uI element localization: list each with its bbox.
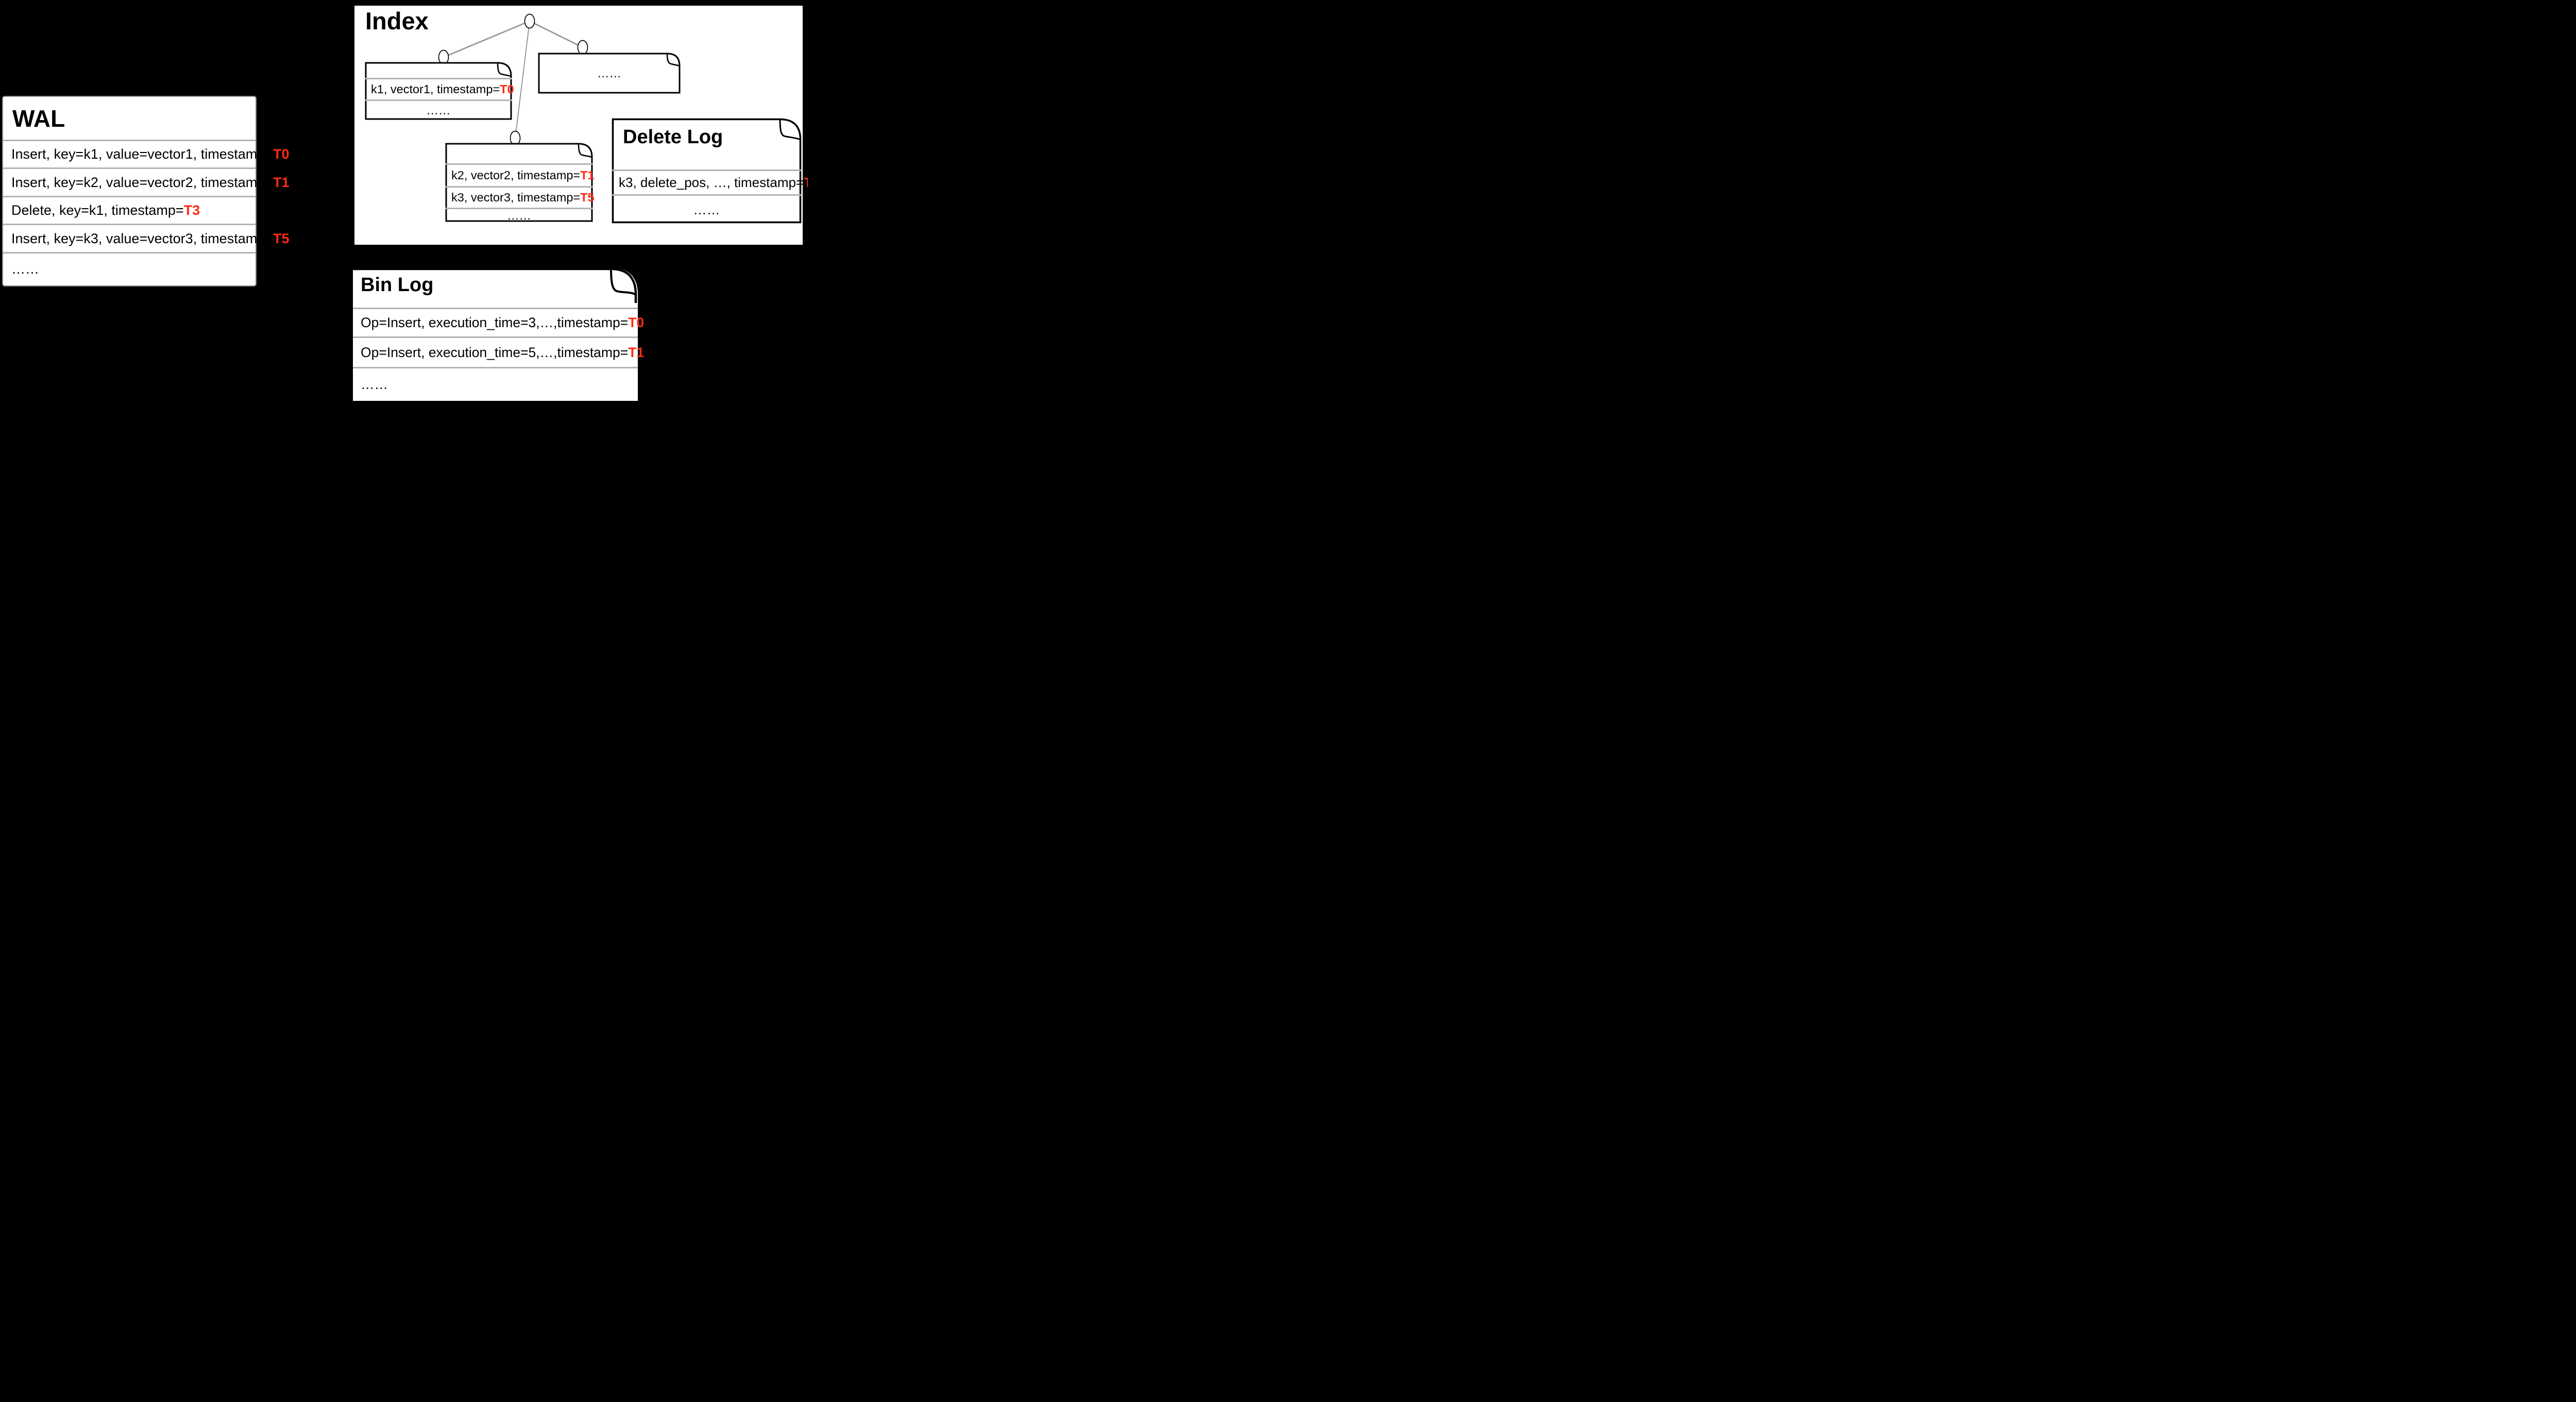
index-tree	[438, 13, 588, 146]
delete-log-row-text: ……	[693, 201, 720, 217]
bin-log-ellipsis-row: ……	[353, 367, 638, 400]
bin-log-row-text: ……	[361, 376, 388, 392]
timestamp-value: T5	[580, 191, 595, 204]
segment-ellipsis-row: ……	[445, 208, 593, 222]
delete-log-row-text: k3, delete_pos, …, timestamp=	[619, 175, 804, 190]
tree-edge	[529, 20, 583, 48]
wal-row-text: ……	[11, 261, 39, 277]
bin-log-title: Bin Log	[361, 274, 434, 296]
delete-log-file: Delete Log k3, delete_pos, …, timestamp=…	[612, 118, 808, 224]
segment-row: k2, vector2, timestamp=T1	[445, 163, 595, 186]
segment-row-text: ……	[426, 104, 451, 117]
tree-edge	[515, 21, 530, 139]
timestamp-value: T0	[628, 315, 645, 330]
wal-log-row: Insert, key=k3, value=vector3, timestamp…	[3, 224, 290, 251]
tree-node-root	[524, 13, 535, 29]
delete-log-title: Delete Log	[623, 126, 723, 148]
segment-header-band	[365, 62, 512, 78]
wal-log-row: Insert, key=k1, value=vector1, timestamp…	[3, 140, 290, 167]
index-segment-file-k1: k1, vector1, timestamp=T0 ……	[365, 62, 514, 120]
segment-row-text: ……	[507, 209, 531, 222]
delete-log-row: k3, delete_pos, …, timestamp=T3	[612, 170, 808, 194]
index-panel: Index k1, vector1, timestamp=T0	[353, 4, 808, 246]
segment-row: k1, vector1, timestamp=T0	[365, 78, 514, 99]
bin-log-file: Bin Log Op=Insert, execution_time=3,…,ti…	[353, 268, 644, 401]
segment-row-text: k2, vector2, timestamp=	[451, 168, 581, 182]
wal-log-row: Delete, key=k1, timestamp=T3	[3, 195, 256, 224]
segment-ellipsis-row: ……	[538, 53, 681, 94]
delete-log-ellipsis-row: ……	[612, 194, 802, 224]
wal-box: WAL Insert, key=k1, value=vector1, times…	[2, 96, 290, 286]
wal-row-text: Insert, key=k1, value=vector1, timestamp…	[11, 146, 273, 162]
segment-header-band	[445, 143, 593, 163]
timestamp-value: T5	[273, 230, 290, 246]
bin-log-row-text: Op=Insert, execution_time=3,…,timestamp=	[361, 315, 629, 330]
timestamp-value: T1	[580, 168, 595, 182]
document-outline	[538, 53, 681, 94]
wal-ellipsis-row: ……	[3, 251, 256, 285]
wal-title: WAL	[12, 105, 65, 132]
diagram-canvas: WAL Insert, key=k1, value=vector1, times…	[0, 0, 808, 402]
timestamp-value: T0	[273, 146, 290, 162]
wal-row-text: Delete, key=k1, timestamp=	[11, 202, 184, 218]
timestamp-value: T3	[183, 202, 200, 218]
timestamp-value: T1	[273, 174, 290, 190]
bin-log-row-text: Op=Insert, execution_time=5,…,timestamp=	[361, 344, 629, 360]
document-outline	[445, 143, 593, 222]
timestamp-value: T1	[628, 344, 645, 360]
wal-row-text: Insert, key=k3, value=vector3, timestamp…	[11, 230, 273, 246]
bin-log-row: Op=Insert, execution_time=5,…,timestamp=…	[353, 336, 644, 367]
segment-ellipsis-row: ……	[365, 99, 512, 120]
timestamp-value: T3	[804, 175, 808, 191]
bin-log-row: Op=Insert, execution_time=3,…,timestamp=…	[353, 308, 644, 336]
wal-row-text: Insert, key=k2, value=vector2, timestamp…	[11, 174, 273, 190]
segment-row-text: k3, vector3, timestamp=	[451, 191, 581, 204]
tree-edge	[443, 20, 530, 58]
wal-log-row: Insert, key=k2, value=vector2, timestamp…	[3, 167, 290, 195]
index-segment-file-more: ……	[538, 53, 681, 94]
index-segment-file-k2-k3: k2, vector2, timestamp=T1 k3, vector3, t…	[445, 143, 595, 222]
document-outline	[365, 62, 512, 120]
segment-row-text: ……	[597, 66, 621, 80]
timestamp-value: T0	[500, 82, 514, 96]
index-title: Index	[365, 7, 429, 35]
segment-row: k3, vector3, timestamp=T5	[445, 186, 595, 208]
segment-row-text: k1, vector1, timestamp=	[371, 82, 500, 96]
